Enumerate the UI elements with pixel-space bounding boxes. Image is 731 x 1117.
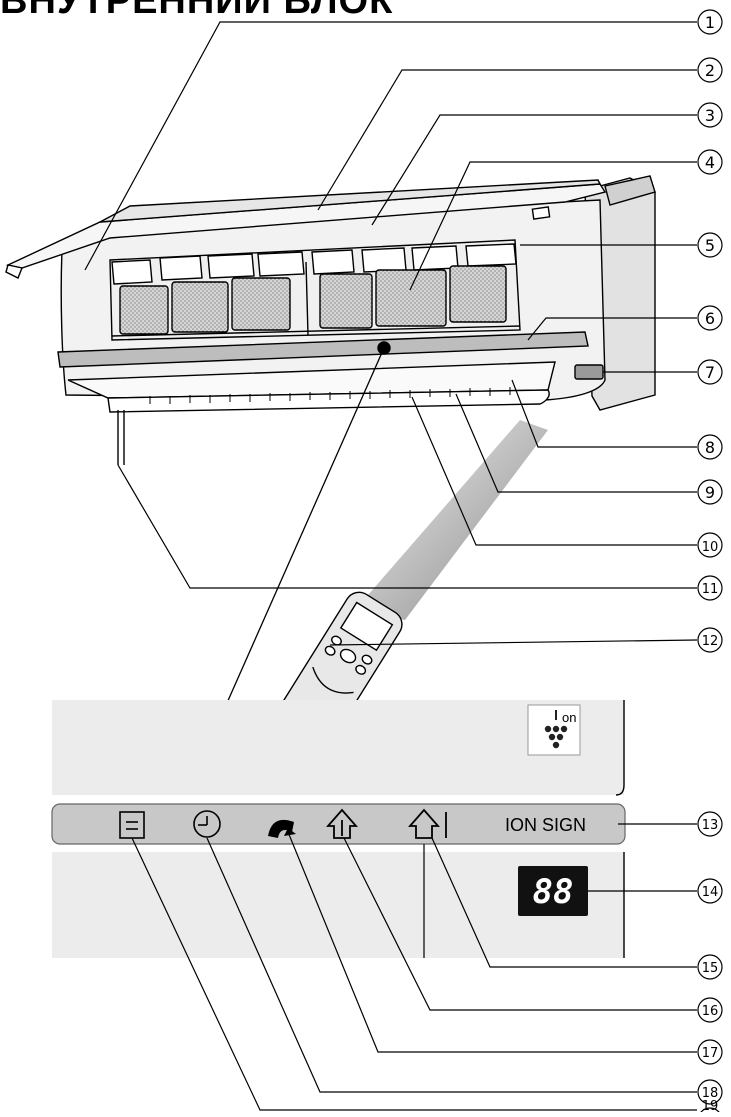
svg-text:15: 15 — [702, 961, 719, 976]
svg-text:19: 19 — [702, 1099, 719, 1112]
callout-8: 8 — [697, 434, 723, 460]
callout-1: 1 — [697, 9, 723, 35]
vertical-louvers — [149, 387, 511, 404]
air-conditioner-unit — [5, 175, 656, 465]
svg-text:8: 8 — [705, 438, 715, 457]
diagram-title: ВНУТРЕННИЙ БЛОК — [0, 0, 394, 22]
display-digits: 88 — [533, 872, 574, 912]
callout-2: 2 — [697, 57, 723, 83]
callout-14: 14 — [697, 878, 723, 904]
svg-text:5: 5 — [705, 236, 715, 255]
leader-lines — [84, 21, 698, 1111]
svg-text:2: 2 — [705, 61, 715, 80]
svg-text:14: 14 — [702, 885, 719, 900]
svg-text:1: 1 — [705, 13, 715, 32]
ion-badge-text: on — [562, 710, 576, 725]
svg-text:6: 6 — [705, 309, 715, 328]
callout-4: 4 — [697, 149, 723, 175]
callout-10: 10 — [697, 532, 723, 558]
grapes-icon — [544, 710, 568, 749]
svg-text:3: 3 — [705, 106, 715, 125]
callout-markers: 1 2 3 4 5 6 7 8 9 10 11 12 13 14 15 16 1… — [697, 9, 723, 1117]
callout-9: 9 — [697, 479, 723, 505]
callout-16: 16 — [697, 997, 723, 1023]
display-panel: on ION S — [51, 700, 626, 958]
svg-text:13: 13 — [702, 818, 719, 833]
house-arrow-icon — [326, 808, 358, 839]
callout-3: 3 — [697, 102, 723, 128]
svg-text:7: 7 — [705, 363, 715, 382]
callout-11: 11 — [697, 575, 723, 601]
ir-signal-beam — [355, 420, 548, 620]
timer-icon — [193, 810, 221, 838]
callout-13: 13 — [697, 811, 723, 837]
fan-icon — [268, 819, 296, 838]
callout-17: 17 — [697, 1039, 723, 1065]
svg-text:10: 10 — [702, 540, 719, 555]
house-thermometer-icon — [408, 808, 447, 839]
svg-text:11: 11 — [702, 582, 719, 597]
svg-text:12: 12 — [702, 634, 719, 649]
svg-text:16: 16 — [702, 1004, 719, 1019]
svg-text:4: 4 — [705, 153, 715, 172]
svg-text:18: 18 — [702, 1086, 719, 1101]
svg-text:17: 17 — [702, 1046, 719, 1061]
ion-sign-label: ION SIGN — [505, 815, 586, 835]
callout-18: 18 — [697, 1079, 723, 1105]
svg-text:9: 9 — [705, 483, 715, 502]
callout-12: 12 — [697, 627, 723, 653]
temperature-display — [518, 866, 588, 916]
callout-15: 15 — [697, 954, 723, 980]
callout-5: 5 — [697, 232, 723, 258]
callout-7: 7 — [697, 359, 723, 385]
callout-6: 6 — [697, 305, 723, 331]
